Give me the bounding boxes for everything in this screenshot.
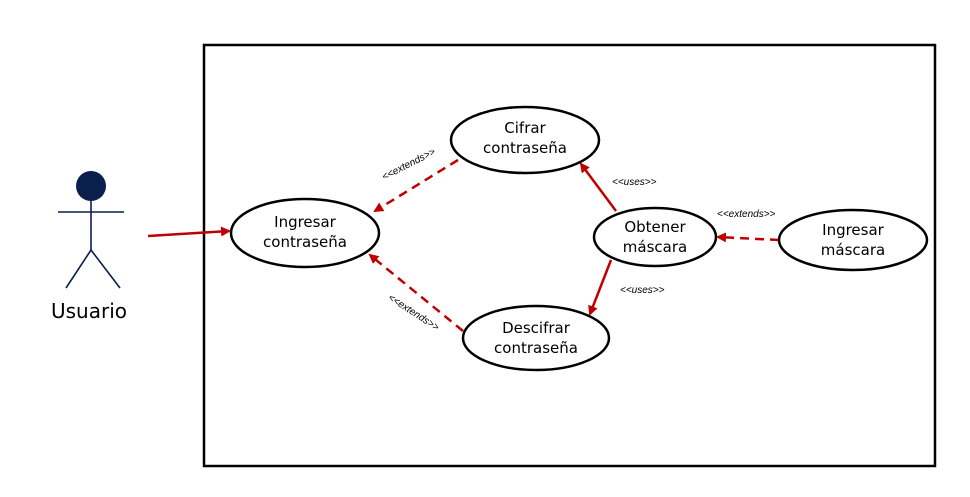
use-case-label-line1: Ingresar	[274, 213, 337, 231]
extends-arrow-descifrar	[368, 253, 464, 332]
use-case-label-line1: Ingresar	[822, 221, 885, 239]
use-case-label-line1: Obtener	[624, 218, 686, 236]
actor-label: Usuario	[51, 299, 127, 323]
extends-label-descifrar: <<extends>>	[386, 292, 441, 333]
use-case-cifrar-contrasena: Cifrar contraseña	[449, 105, 601, 175]
uses-arrow-descifrar	[588, 259, 613, 316]
use-case-ingresar-mascara: Ingresar máscara	[777, 208, 929, 272]
uses-arrow-cifrar	[579, 162, 618, 212]
uses-label-cifrar: <<uses>>	[612, 177, 657, 188]
extends-arrow-cifrar	[373, 158, 459, 213]
use-case-label-line1: Descifrar	[502, 319, 571, 337]
use-case-label-line2: máscara	[623, 238, 687, 256]
use-case-descifrar-contrasena: Descifrar contraseña	[461, 304, 611, 372]
uses-label-descifrar: <<uses>>	[620, 285, 665, 296]
extends-label-mascara: <<extends>>	[717, 209, 776, 220]
actor-head	[76, 171, 106, 201]
use-case-ingresar-contrasena: Ingresar contraseña	[229, 197, 381, 269]
actor-left-leg	[65, 249, 92, 289]
use-case-label-line2: contraseña	[494, 339, 578, 357]
use-case-obtener-mascara: Obtener máscara	[592, 206, 718, 268]
use-case-label-line1: Cifrar	[504, 119, 546, 137]
system-boundary	[202, 43, 937, 468]
use-case-label-line2: contraseña	[483, 139, 567, 157]
use-case-label-line2: máscara	[821, 241, 885, 259]
actor-usuario: Usuario	[51, 171, 127, 323]
actor-right-leg	[90, 249, 121, 289]
use-case-label-line2: contraseña	[263, 233, 347, 251]
extends-arrow-mascara	[716, 232, 780, 243]
association-arrow	[147, 226, 231, 238]
